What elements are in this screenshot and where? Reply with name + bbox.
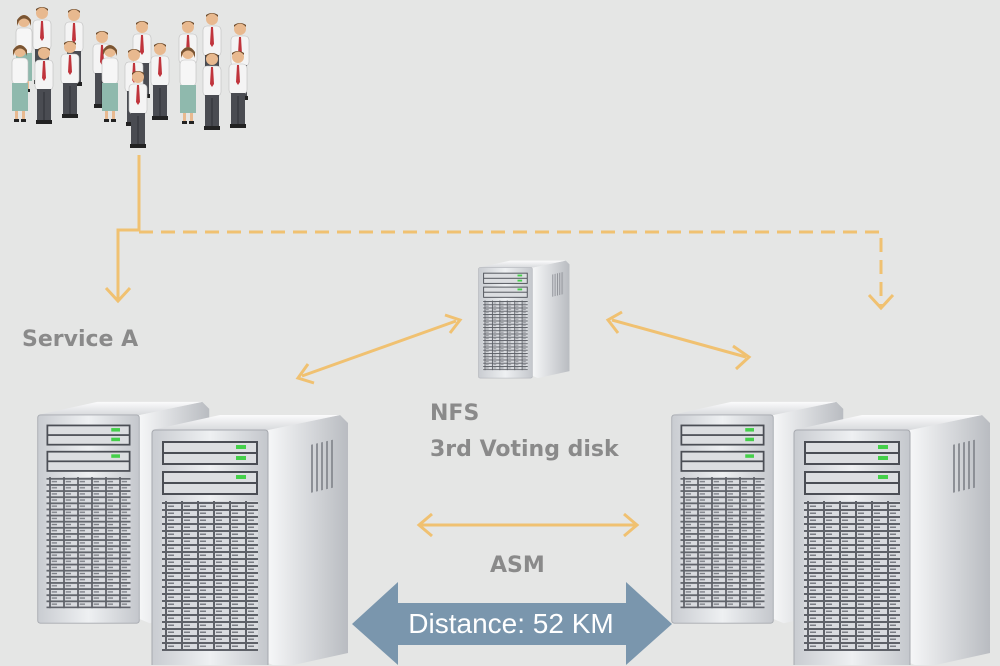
left-nfs-link [295, 313, 463, 385]
nfs-right-link [605, 310, 752, 371]
service-a-label: Service A [22, 327, 139, 352]
right-cluster [671, 401, 991, 665]
server-icon [793, 414, 991, 665]
server-icon [151, 414, 349, 665]
distance-arrow [352, 582, 672, 665]
nfs-title: NFS [430, 401, 480, 426]
failover-connector [139, 230, 895, 311]
voting-disk-label: 3rd Voting disk [430, 437, 619, 462]
nfs-server-icon [478, 260, 570, 379]
people-group-icon [11, 6, 250, 149]
asm-link [416, 512, 640, 538]
left-cluster [37, 401, 349, 665]
service-a-connector [104, 155, 141, 304]
asm-label: ASM [490, 553, 545, 578]
nfs-label: NFS 3rd Voting disk [430, 396, 619, 468]
